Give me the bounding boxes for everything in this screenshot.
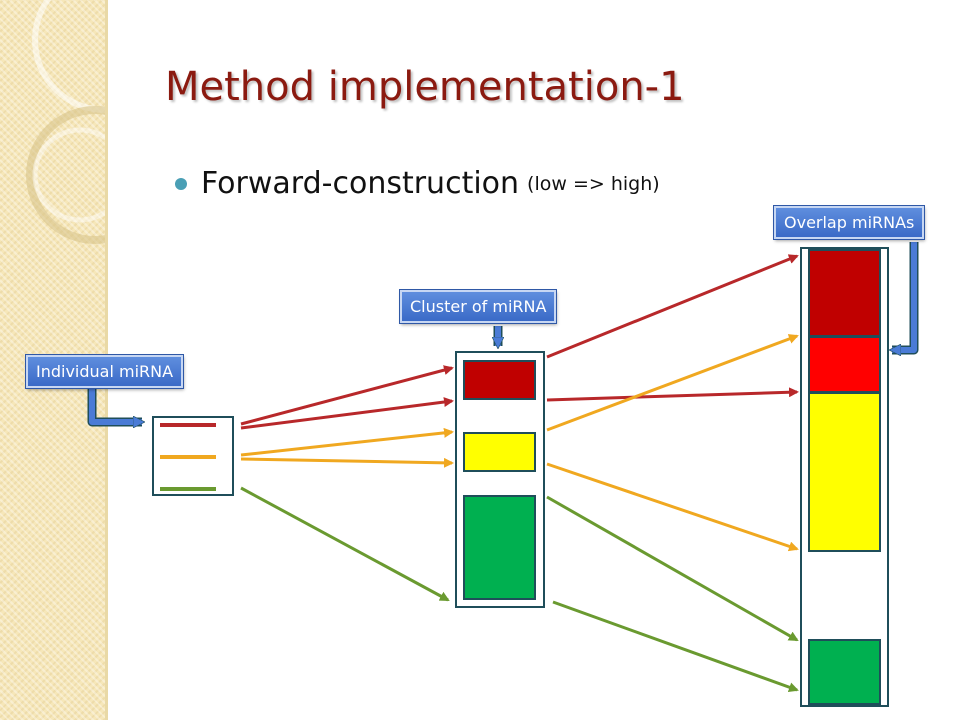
overlap-yellow-block [808, 392, 881, 552]
arrow-red-1 [240, 365, 454, 426]
cluster-mirna-label: Cluster of miRNA [398, 289, 558, 324]
slide-title: Method implementation-1 [165, 64, 685, 110]
bullet-icon [175, 177, 187, 190]
arrow-yellow-3 [546, 334, 799, 432]
overlap-darkred-block [808, 249, 881, 337]
arrow-yellow-2 [240, 457, 454, 468]
overlap-box [800, 247, 889, 707]
arrow-red-3 [546, 254, 799, 359]
bent-arrow-icon-overlap [892, 242, 917, 350]
arrows-individual-to-cluster [240, 365, 454, 602]
bullet-main-text: Forward-construction [201, 166, 520, 201]
bullet-sub-text: (low => high) [527, 172, 660, 195]
arrow-red-4 [546, 387, 799, 402]
overlap-red-block [808, 336, 881, 393]
arrow-yellow-4 [546, 462, 799, 552]
arrow-yellow-1 [240, 427, 454, 457]
arrow-red-2 [240, 397, 454, 430]
arrow-green-2 [546, 495, 799, 642]
cluster-yellow-block [463, 432, 536, 472]
cluster-red-block [463, 360, 536, 400]
overlap-green-block [808, 639, 881, 705]
bullet-item: Forward-construction (low => high) [175, 166, 660, 201]
arrow-green-3 [552, 600, 799, 692]
bent-arrow-icon [87, 388, 142, 427]
individual-mirna-box [152, 416, 234, 496]
arrow-green-1 [240, 486, 450, 602]
individual-mirna-label: Individual miRNA [24, 354, 185, 389]
label-connectors [87, 242, 919, 427]
arrows-cluster-to-overlap [546, 254, 799, 692]
bent-arrow-icon-individual [89, 388, 142, 422]
overlap-mirnas-label: Overlap miRNAs [772, 205, 926, 240]
decorative-rings [26, 0, 105, 244]
cluster-box [455, 351, 545, 608]
cluster-green-block [463, 495, 536, 600]
